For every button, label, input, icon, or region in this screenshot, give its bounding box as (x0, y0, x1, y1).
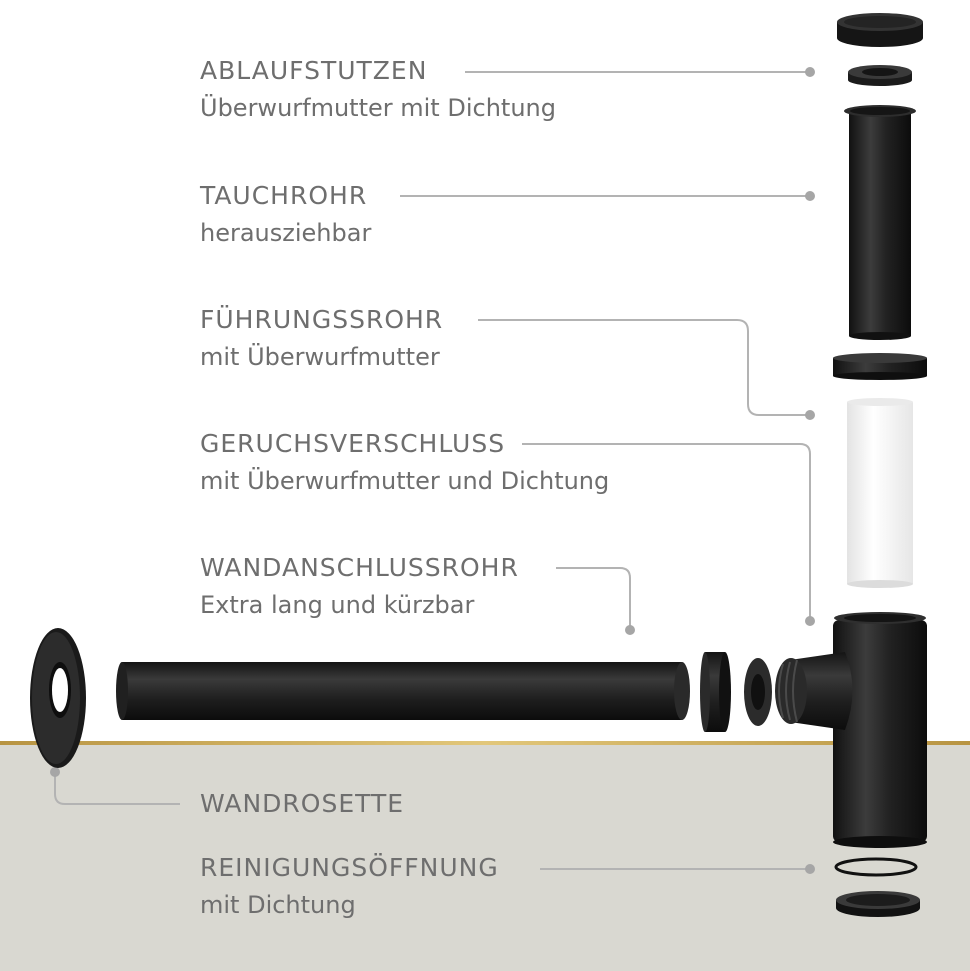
drain-nut-part (837, 13, 923, 47)
trap-body-part (775, 612, 927, 848)
wall-rosette-part (30, 628, 86, 768)
leader-lines (54, 71, 811, 870)
wall-pipe-part (116, 662, 690, 720)
label-fuehrungsrohr-title: FÜHRUNGSSROHR (200, 305, 444, 334)
label-reinigungsoeffnung-subtitle: mit Dichtung (200, 891, 356, 919)
drain-seal-part (848, 65, 912, 86)
label-wandrosette-title: WANDROSETTE (200, 789, 405, 818)
label-ablaufstutzen-subtitle: Überwurfmutter mit Dichtung (200, 94, 556, 122)
label-geruchsverschluss-title: GERUCHSVERSCHLUSS (200, 429, 506, 458)
guide-tube-nut-part (833, 353, 927, 380)
label-geruchsverschluss-subtitle: mit Überwurfmutter und Dichtung (200, 467, 610, 495)
cleaning-seal-part (834, 857, 918, 877)
label-fuehrungsrohr-subtitle: mit Überwurfmutter (200, 343, 440, 371)
label-wandanschlussrohr-subtitle: Extra lang und kürzbar (200, 591, 475, 619)
label-tauchrohr-title: TAUCHROHR (200, 181, 368, 210)
dip-tube-part (844, 105, 916, 340)
cleaning-cap-part (836, 891, 920, 917)
wall-pipe-nut-part (700, 652, 731, 732)
leader-dots (50, 67, 815, 874)
wall-surface (0, 744, 970, 971)
wall-pipe-seal-part (744, 658, 772, 726)
label-reinigungsoeffnung-title: REINIGUNGSÖFFNUNG (200, 853, 499, 882)
label-ablaufstutzen-title: ABLAUFSTUTZEN (200, 56, 428, 85)
gold-line (0, 741, 970, 745)
label-wandanschlussrohr-title: WANDANSCHLUSSROHR (200, 553, 519, 582)
label-tauchrohr-subtitle: herausziehbar (200, 219, 372, 247)
guide-tube-part (847, 398, 913, 588)
